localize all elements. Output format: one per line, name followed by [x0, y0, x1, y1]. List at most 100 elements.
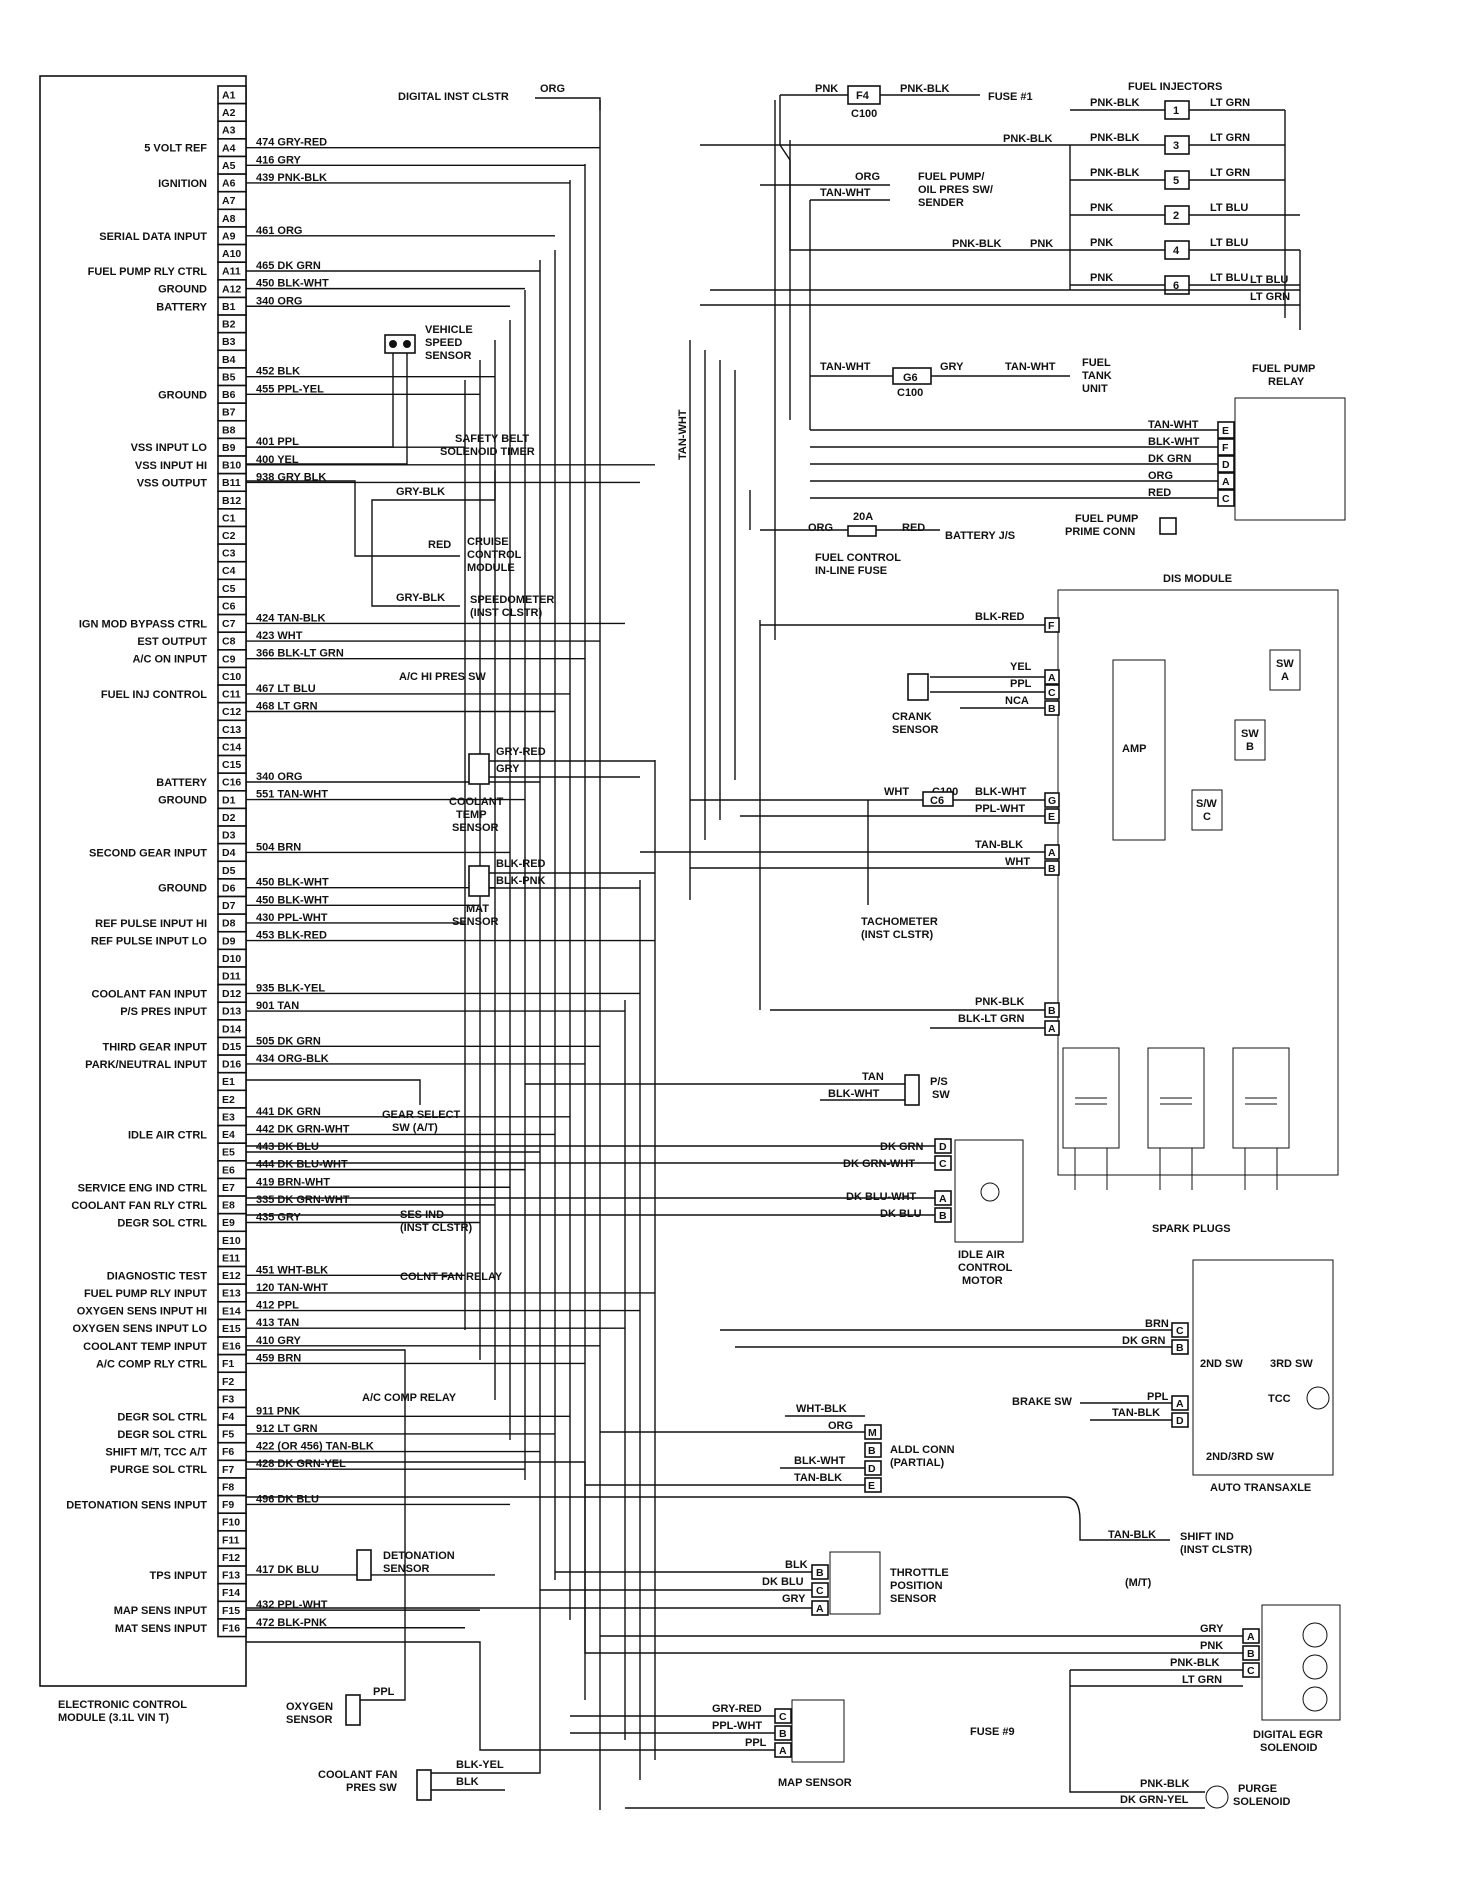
aldl-org: ORG [828, 1420, 853, 1432]
ignition-coil [1232, 1047, 1290, 1149]
c100-label: C100 [851, 108, 877, 120]
ecm-pin-label: E8 [222, 1200, 235, 1212]
ecm-pin-label: C5 [222, 583, 236, 595]
ecm-pin-label: D5 [222, 865, 236, 877]
dis-sw-c2: C [1203, 811, 1211, 823]
digital-inst-orange: ORG [540, 83, 565, 95]
injector-number: 4 [1173, 245, 1180, 257]
speedometer-2: (INST CLSTR) [470, 607, 542, 619]
ecm-function-label: P/S PRES INPUT [120, 1006, 207, 1018]
injector-out-label: LT GRN [1210, 97, 1250, 109]
ecm-pin-label: F8 [222, 1481, 234, 1493]
ecm-function-label: SERIAL DATA INPUT [99, 231, 207, 243]
relay-pin-label: D [1222, 459, 1230, 471]
ecm-function-label: TPS INPUT [150, 1570, 208, 1582]
injector-number: 2 [1173, 210, 1179, 222]
fuel-pump-relay-box [1234, 397, 1346, 521]
dis-sw-b-box [1234, 719, 1266, 761]
auto-transaxle: AUTO TRANSAXLE [1210, 1482, 1311, 1494]
ac-hi-pres: A/C HI PRES SW [399, 671, 486, 683]
ecm-wire-label: 424 TAN-BLK [256, 612, 326, 624]
shift-ind-tan-blk: TAN-BLK [1108, 1529, 1156, 1541]
cruise-gry-blk: GRY-BLK [396, 486, 445, 498]
coolant-temp-connector [468, 753, 490, 785]
fuel-pump-org: ORG [855, 171, 880, 183]
lt-grn-label: LT GRN [1250, 291, 1290, 303]
dis-module-box [1057, 589, 1339, 1176]
egr-pnk: PNK [1200, 1640, 1223, 1652]
ecm-pin-label: E14 [222, 1305, 241, 1317]
ecm-pin-label: E9 [222, 1217, 235, 1229]
ecm-function-label: REF PULSE INPUT HI [95, 918, 207, 930]
map-wires [246, 1641, 775, 1751]
safety-belt-2: SOLENOID TIMER [440, 446, 535, 458]
dis-amp: AMP [1122, 743, 1146, 755]
map-gry-red: GRY-RED [712, 1703, 762, 1715]
mat-connector [468, 865, 490, 897]
fuse-org: ORG [808, 522, 833, 534]
dis-sw-c: S/W [1196, 798, 1217, 810]
injector-feed-label: PNK-BLK [1090, 132, 1140, 144]
dis-pin-label: G [1048, 795, 1056, 807]
iac-dk-blu-wht: DK BLU-WHT [846, 1191, 917, 1203]
ecm-wire-label: 442 DK GRN-WHT [256, 1123, 350, 1135]
vss-wires [246, 353, 408, 465]
ecm-wire-label: 461 ORG [256, 225, 302, 237]
ecm-wire-lines [246, 146, 655, 1629]
iac-pin-label: D [939, 1141, 947, 1153]
oxygen-ppl: PPL [373, 1686, 395, 1698]
ecm-wire-label: 340 ORG [256, 295, 302, 307]
ecm-label-line1: ELECTRONIC CONTROL [58, 1699, 187, 1711]
aldl-1: ALDL CONN [890, 1444, 955, 1456]
fuse-20a: 20A [853, 511, 873, 523]
relay-wire-label: ORG [1148, 470, 1173, 482]
fuel-tank-3: UNIT [1082, 383, 1108, 395]
fuse1-label: FUSE #1 [988, 91, 1033, 103]
map-pin-label: C [779, 1711, 787, 1723]
fuel-pump-oil-1: FUEL PUMP/ [918, 171, 984, 183]
ecm-pin-label: D1 [222, 794, 236, 806]
purge-pnk-blk: PNK-BLK [1140, 1778, 1190, 1790]
ecm-pin-label: D13 [222, 1006, 241, 1018]
iac-1: IDLE AIR [958, 1249, 1005, 1261]
ecm-pin-label: D2 [222, 812, 236, 824]
ecm-pin-label: D8 [222, 918, 236, 930]
crank-1: CRANK [892, 711, 932, 723]
trans-ppl: PPL [1147, 1391, 1169, 1403]
tps-pin-label: C [816, 1585, 824, 1597]
ecm-pin-label: A6 [222, 178, 236, 190]
tps-dk-blu: DK BLU [762, 1576, 804, 1588]
ps-2: SW [932, 1089, 950, 1101]
ecm-pin-label: A2 [222, 107, 236, 119]
tank-tan-wht: TAN-WHT [820, 361, 871, 373]
c100-tank: C100 [897, 387, 923, 399]
digital-inst-clstr-label: DIGITAL INST CLSTR [398, 91, 509, 103]
coolant-fan-1: COOLANT FAN [318, 1769, 397, 1781]
ecm-pin-label: B9 [222, 442, 236, 454]
tps-pin-label: B [816, 1567, 824, 1579]
speedo-gry-blk: GRY-BLK [396, 592, 445, 604]
ecm-pin-label: F7 [222, 1464, 234, 1476]
trans-pin-label: C [1176, 1325, 1184, 1337]
injector-out-label: LT GRN [1210, 132, 1250, 144]
trans-2nd3rd-sw: 2ND/3RD SW [1206, 1451, 1274, 1463]
map-pin-label: B [779, 1728, 787, 1740]
aldl-pin-label: D [868, 1463, 876, 1475]
ecm-pin-label: C6 [222, 600, 236, 612]
injector-out-label: LT BLU [1210, 272, 1248, 284]
ecm-pin-label: F3 [222, 1393, 234, 1405]
relay-wire-label: RED [1148, 487, 1171, 499]
ecm-function-label: BATTERY [156, 777, 207, 789]
ecm-function-label: FUEL PUMP RLY CTRL [88, 266, 208, 278]
ecm-wire-label: 120 TAN-WHT [256, 1282, 328, 1294]
dis-wires [640, 624, 1045, 1029]
ecm-function-label: IGNITION [158, 178, 207, 190]
injector-feed-label: PNK [1090, 237, 1113, 249]
vss-label-2: SPEED [425, 337, 462, 349]
ecm-pin-label: E15 [222, 1323, 241, 1335]
dis-blk-red: BLK-RED [975, 611, 1025, 623]
fuel-control-1: FUEL CONTROL [815, 552, 901, 564]
